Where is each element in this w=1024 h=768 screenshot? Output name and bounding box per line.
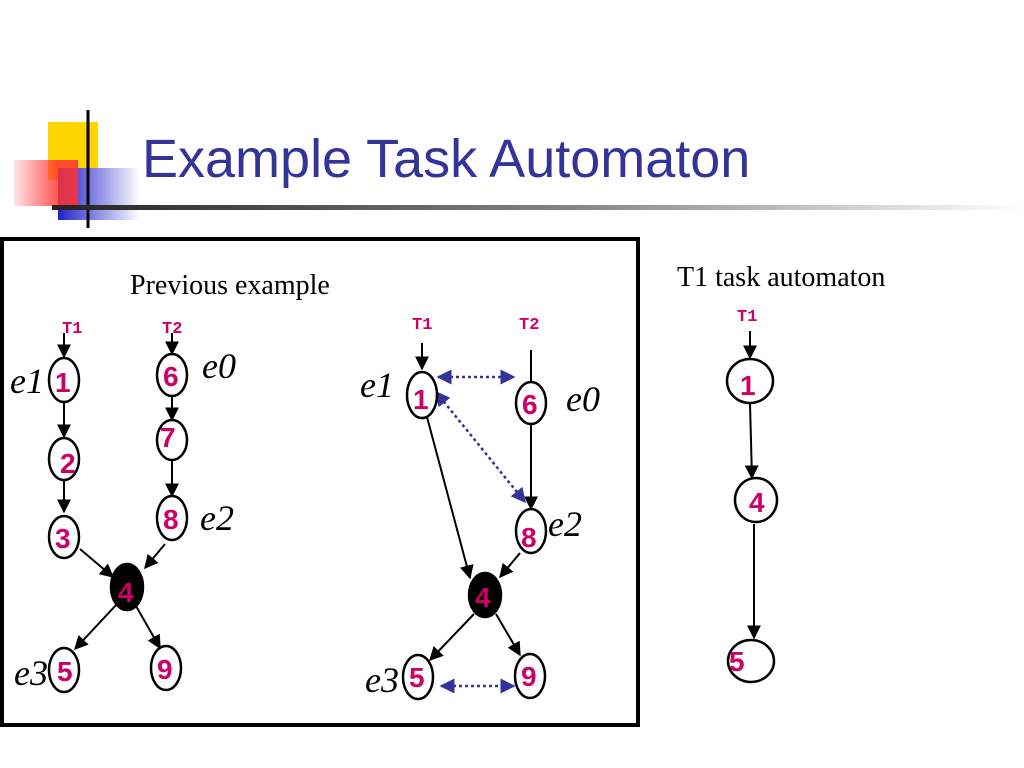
node-label-5: 5 xyxy=(409,662,425,693)
edge-4-9 xyxy=(495,613,521,657)
node-label-4: 4 xyxy=(475,582,491,613)
edge-3-4 xyxy=(79,548,115,578)
dependency-1-8 xyxy=(435,390,526,504)
dependency-arrows xyxy=(435,369,526,694)
task-label-t1: T1 xyxy=(412,316,432,335)
previous-example-nodes xyxy=(47,352,189,694)
event-label-e0: e0 xyxy=(202,346,236,386)
node-label-5: 5 xyxy=(729,646,745,677)
event-label-e3: e3 xyxy=(14,653,48,693)
node-6 xyxy=(155,352,189,398)
merged-example-nodes xyxy=(401,370,548,701)
node-label-6: 6 xyxy=(163,361,179,392)
node-label-1: 1 xyxy=(413,384,429,415)
node-label-4: 4 xyxy=(118,577,134,608)
node-1 xyxy=(405,370,439,420)
task-label-t2: T2 xyxy=(162,320,182,339)
edge-8-4 xyxy=(144,543,166,570)
node-label-9: 9 xyxy=(157,654,173,685)
node-6 xyxy=(514,380,548,426)
edge-4-9 xyxy=(135,605,161,650)
node-5 xyxy=(401,653,435,701)
event-label-e1: e1 xyxy=(360,365,394,405)
edge-4-5 xyxy=(429,613,475,662)
node-4 xyxy=(733,476,779,524)
event-label-e3: e3 xyxy=(365,660,399,700)
node-1 xyxy=(725,357,775,405)
node-label-6: 6 xyxy=(522,389,538,420)
task-label-t2: T2 xyxy=(519,316,539,335)
decorative-logo xyxy=(14,110,140,228)
page-title: Example Task Automaton xyxy=(142,129,750,189)
title-underline xyxy=(52,205,1024,210)
node-7 xyxy=(155,418,189,462)
node-label-8: 8 xyxy=(521,522,537,553)
node-label-1: 1 xyxy=(55,367,71,398)
event-label-e2: e2 xyxy=(200,498,234,538)
node-label-9: 9 xyxy=(521,661,537,692)
node-4-filled xyxy=(109,562,145,612)
example-frame xyxy=(0,237,640,727)
node-9 xyxy=(149,644,183,692)
task-label-t1: T1 xyxy=(737,308,757,327)
node-4-filled xyxy=(467,571,503,619)
node-label-8: 8 xyxy=(163,504,179,535)
node-3 xyxy=(47,514,81,560)
t1-automaton-nodes xyxy=(725,357,779,684)
node-5 xyxy=(47,646,81,694)
node-5 xyxy=(726,638,776,684)
event-label-e1: e1 xyxy=(10,361,44,401)
node-label-1: 1 xyxy=(740,370,756,401)
node-9 xyxy=(513,652,547,700)
node-label-3: 3 xyxy=(55,523,71,554)
t1-automaton-graph xyxy=(743,331,761,640)
node-8 xyxy=(514,507,548,555)
edge-1-4 xyxy=(426,416,474,580)
node-label-4: 4 xyxy=(749,487,765,518)
node-2 xyxy=(47,436,81,482)
t1-automaton-caption: T1 task automaton xyxy=(677,262,885,293)
task-label-t1: T1 xyxy=(62,320,82,339)
previous-example-graph xyxy=(57,333,179,651)
edge-1-4 xyxy=(744,403,759,480)
node-label-2: 2 xyxy=(60,448,76,479)
node-label-5: 5 xyxy=(57,656,73,687)
event-label-e0: e0 xyxy=(566,379,600,419)
previous-example-caption: Previous example xyxy=(130,270,330,301)
node-8 xyxy=(155,494,189,542)
node-1 xyxy=(47,356,81,404)
edge-4-5 xyxy=(74,603,118,651)
node-label-7: 7 xyxy=(160,422,176,453)
event-label-e2: e2 xyxy=(548,504,582,544)
edge-8-4 xyxy=(499,552,521,579)
